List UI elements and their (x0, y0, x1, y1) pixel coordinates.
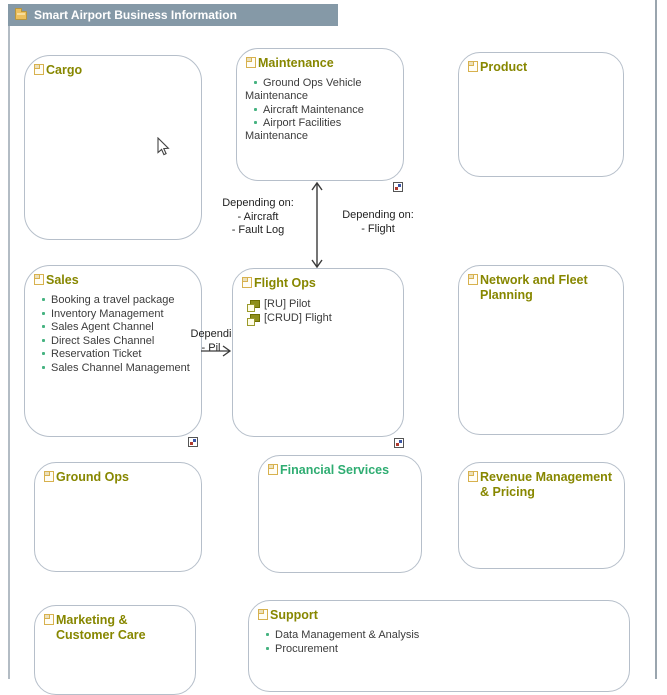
box-title-label: Maintenance (258, 56, 334, 70)
list-item: Airport Facilities Maintenance (245, 117, 342, 142)
package-icon (34, 64, 44, 75)
box-title: Network and Fleet Planning (465, 273, 617, 303)
package-icon (468, 61, 478, 72)
bullet-icon (254, 121, 257, 124)
label-line: - Fault Log (231, 224, 285, 236)
bullet-icon (266, 646, 269, 650)
label-line: Depending on: (342, 209, 414, 221)
box-title-label: Revenue Management & Pricing (480, 470, 612, 499)
list-item: Inventory Management (33, 308, 195, 321)
diagram-frame-left-border (8, 26, 10, 679)
box-title: Financial Services (265, 463, 415, 478)
package-icon (268, 464, 278, 475)
bullet-icon (254, 81, 257, 84)
bullet-icon (42, 311, 45, 315)
box-title: Product (465, 60, 617, 75)
box-revenue-management-pricing[interactable]: Revenue Management & Pricing (458, 462, 625, 569)
box-title-label: Network and Fleet Planning (480, 273, 588, 302)
bullet-icon (266, 633, 269, 636)
box-title: Revenue Management & Pricing (465, 470, 618, 500)
label-line: Dependi (190, 328, 232, 340)
box-title: Sales (31, 273, 195, 288)
box-title-label: Flight Ops (254, 276, 316, 290)
bullet-icon (42, 352, 45, 355)
box-marketing-customer-care[interactable]: Marketing & Customer Care (34, 605, 196, 695)
box-title-label: Product (480, 60, 528, 74)
box-maintenance[interactable]: Maintenance Ground Ops Vehicle Maintenan… (236, 48, 404, 181)
composite-diagram-icon[interactable] (393, 182, 403, 192)
bullet-icon (42, 365, 45, 369)
box-title: Support (255, 608, 623, 623)
package-icon (468, 471, 478, 482)
box-title: Flight Ops (239, 276, 397, 291)
box-ground-ops[interactable]: Ground Ops (34, 462, 202, 572)
box-financial-services[interactable]: Financial Services (258, 455, 422, 573)
label-line: Depending on: (222, 197, 294, 209)
bullet-icon (254, 107, 257, 111)
entity-icon (247, 313, 260, 326)
list-item: Aircraft Maintenance (245, 104, 397, 117)
box-title-label: Financial Services (280, 463, 390, 477)
list-item: Procurement (257, 643, 623, 656)
dependency-arrow-sales-flightops[interactable] (199, 344, 233, 358)
bullet-icon (42, 338, 45, 342)
list-item: Sales Agent Channel (33, 321, 195, 334)
box-cargo[interactable]: Cargo (24, 55, 202, 240)
package-icon (242, 277, 252, 288)
entity-row[interactable]: [RU] Pilot (247, 298, 397, 312)
box-title: Marketing & Customer Care (41, 613, 189, 643)
entity-row[interactable]: [CRUD] Flight (247, 312, 397, 326)
package-icon (468, 274, 478, 285)
box-network-and-fleet-planning[interactable]: Network and Fleet Planning (458, 265, 624, 435)
box-title: Maintenance (243, 56, 397, 71)
diagram-frame-right-border (655, 0, 657, 679)
diagram-title: Smart Airport Business Information (34, 8, 237, 22)
label-line: - Aircraft (237, 210, 279, 223)
entity-list: [RU] Pilot[CRUD] Flight (239, 298, 397, 326)
package-icon (246, 57, 256, 68)
box-title: Cargo (31, 63, 195, 78)
bullet-icon (42, 325, 45, 328)
label-line: - Flight (361, 222, 395, 235)
composite-diagram-icon[interactable] (394, 438, 404, 448)
box-flight-ops[interactable]: Flight Ops [RU] Pilot[CRUD] Flight (232, 268, 404, 437)
package-icon (44, 471, 54, 482)
box-title-label: Sales (46, 273, 79, 287)
box-title-label: Ground Ops (56, 470, 129, 484)
bullet-icon (42, 298, 45, 301)
box-title-label: Support (270, 608, 318, 622)
mouse-cursor (157, 137, 170, 156)
list-item: Sales Channel Management (33, 362, 195, 375)
dependency-arrow-maintenance-flightops[interactable] (308, 179, 326, 271)
package-icon (258, 609, 268, 620)
list-item: Reservation Ticket (33, 348, 195, 361)
box-title-label: Cargo (46, 63, 83, 77)
box-product[interactable]: Product (458, 52, 624, 177)
composite-diagram-icon[interactable] (188, 437, 198, 447)
dependency-label-flight: Depending on:- Flight (338, 209, 418, 236)
package-icon (44, 614, 54, 625)
list-item: Direct Sales Channel (33, 335, 195, 348)
list-item: Booking a travel package (33, 294, 195, 307)
diagram-title-tab[interactable]: Smart Airport Business Information (8, 4, 338, 26)
entity-icon (247, 299, 260, 312)
box-title-label: Marketing & Customer Care (56, 613, 146, 642)
box-title: Ground Ops (41, 470, 195, 485)
list-item: Ground Ops Vehicle Maintenance (245, 77, 362, 102)
folder-icon (15, 8, 27, 20)
dependency-label-aircraft-faultlog: Depending on:- Aircraft- Fault Log (213, 197, 303, 238)
list-item: Data Management & Analysis (257, 629, 623, 642)
package-icon (34, 274, 44, 285)
